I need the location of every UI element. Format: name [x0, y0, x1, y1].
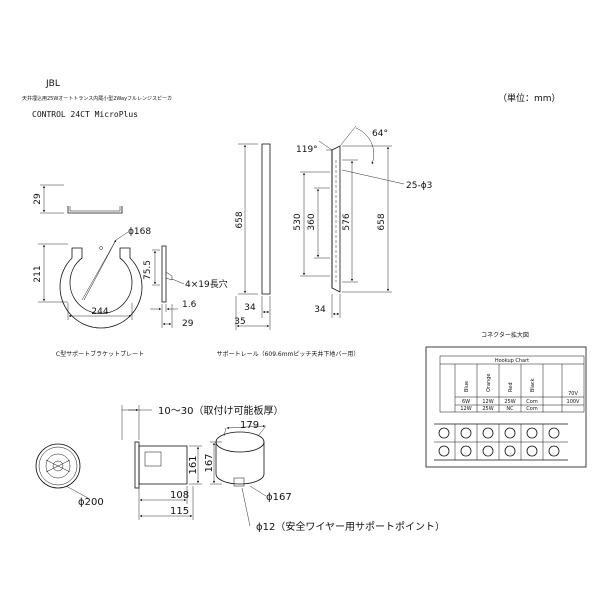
hookup-col-blue: Blue — [464, 381, 470, 392]
hookup-col-red: Red — [508, 383, 514, 393]
rail-dim-34-front: 34 — [244, 303, 256, 313]
hookup-r1-c3: 25W — [504, 399, 515, 405]
hookup-r1-c4: Com — [526, 399, 538, 405]
hookup-r1-c2: 12W — [482, 399, 493, 405]
hookup-r2-c4: Com — [526, 406, 538, 412]
rail-dim-530: 530 — [293, 213, 303, 230]
hookup-r2-voltage: 100V — [567, 399, 581, 405]
bracket-side-view: 75.5 4×19長穴 1.6 29 — [143, 245, 228, 329]
hookup-r2-c1: 12W — [460, 406, 471, 412]
rail-dim-34-side: 34 — [314, 305, 326, 315]
speaker-front-view: ϕ200 — [35, 443, 104, 508]
speaker-dim-108: 108 — [170, 490, 189, 501]
bracket-dim-29-top: 29 — [33, 193, 43, 205]
bracket-plan-view: ϕ168 211 244 — [33, 227, 151, 329]
bracket-dim-244: 244 — [91, 307, 108, 317]
terminal-block — [434, 423, 568, 461]
bracket-top-view: 29 — [33, 184, 123, 214]
model-name: CONTROL 24CT MicroPlus — [32, 110, 138, 119]
product-description: 天井埋込用25Wオートトランス内蔵小型2Wayフルレンジスピーカ — [22, 95, 172, 102]
speaker-dim-167-height: 167 — [204, 453, 215, 472]
rail-caption: サポートレール（609.6mmピッチ天井下地バー用） — [217, 350, 360, 358]
bracket-dim-75-5: 75.5 — [143, 260, 153, 280]
speaker-dim-diameter-167: ϕ167 — [266, 492, 292, 503]
speaker-safety-point-label: ϕ12（安全ワイヤー用サポートポイント） — [256, 520, 445, 533]
bracket-dim-211: 211 — [33, 265, 43, 282]
bracket-slot-label: 4×19長穴 — [185, 278, 228, 290]
connector-detail: コネクター拡大図 Hookup Chart Blue Orange Red Bl… — [425, 331, 587, 468]
speaker-dim-161: 161 — [188, 455, 199, 474]
bracket-dim-1-6: 1.6 — [182, 300, 197, 310]
rail-angle-64: 64° — [372, 129, 388, 139]
unit-label: （単位：mm） — [498, 92, 561, 104]
speaker-dim-115: 115 — [170, 506, 189, 517]
connector-caption: コネクター拡大図 — [481, 331, 529, 339]
hookup-chart-title: Hookup Chart — [495, 358, 529, 364]
rail-dim-35: 35 — [234, 317, 245, 327]
rail-dim-360: 360 — [307, 213, 317, 230]
bracket-dim-29-side: 29 — [182, 319, 194, 329]
speaker-perspective-view: 167 179 ϕ167 ϕ12（安全ワイヤー用サポートポイント） — [204, 420, 445, 533]
hookup-r1-voltage: 70V — [568, 391, 578, 397]
speaker-dim-179: 179 — [240, 420, 259, 431]
hookup-r2-c2: 25W — [482, 406, 493, 412]
bracket-dim-diameter: ϕ168 — [128, 227, 151, 237]
hookup-r1-c1: 6W — [462, 399, 470, 405]
rail-holes-label: 25-ϕ3 — [406, 181, 432, 191]
rail-angle-119: 119° — [296, 145, 318, 155]
hookup-col-orange: Orange — [486, 374, 492, 392]
rail-dim-576: 576 — [342, 213, 352, 230]
rail-dim-658-front: 658 — [235, 211, 245, 228]
speaker-side-view: 10～30（取付け可能板厚） 161 108 115 — [121, 404, 283, 520]
rail-side-view: 119° 64° 25-ϕ3 530 360 576 658 34 — [293, 125, 432, 318]
hookup-col-black: Black — [530, 378, 536, 392]
brand-label: JBL — [45, 79, 60, 89]
speaker-thickness-label: 10～30（取付け可能板厚） — [158, 404, 283, 417]
hookup-r2-c3: NC — [506, 406, 514, 412]
rail-dim-658-side: 658 — [377, 213, 387, 230]
speaker-dim-diameter-200: ϕ200 — [78, 497, 104, 508]
bracket-caption: C型サポートブラケットプレート — [56, 350, 144, 358]
rail-front-view: 658 34 35 — [234, 143, 271, 330]
